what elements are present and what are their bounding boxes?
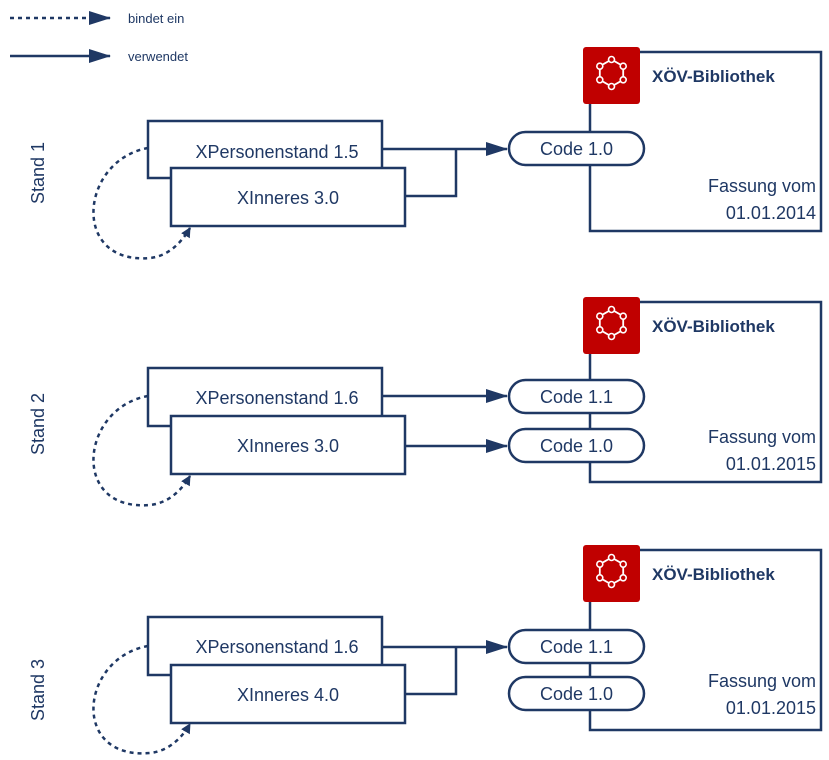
xinneres-box [169,663,407,725]
uses-arrow-merge [405,647,458,696]
hexagon-network-icon [583,297,640,354]
fassung-label: Fassung vom [708,176,816,196]
embeds-arrow [92,644,192,755]
xpersonenstand-label: XPersonenstand 1.6 [195,388,358,408]
uses-arrow-merge [405,149,458,198]
fassung-label: Fassung vom [708,427,816,447]
fassung-date: 01.01.2015 [726,454,816,474]
xinneres-box [169,166,407,228]
fassung-label: Fassung vom [708,671,816,691]
code-pill [507,378,646,415]
library-title: XÖV-Bibliothek [652,67,775,86]
xpersonenstand-label: XPersonenstand 1.6 [195,637,358,657]
code-pill [507,130,646,167]
code-label: Code 1.1 [540,637,613,657]
embeds-arrow [92,146,192,260]
stand-2-section: Stand 2 XÖV-Bibliothek Fassung vom 01.01… [28,297,823,507]
stand-3-section: Stand 3 XÖV-Bibliothek Fassung vom 01.01… [28,545,823,755]
stand-1-section: Stand 1 XÖV-Bibliothek Fassung vom 01.01… [28,47,823,260]
code-label: Code 1.0 [540,139,613,159]
legend: bindet ein verwendet [10,11,188,64]
stand-label: Stand 1 [28,142,48,204]
xinneres-label: XInneres 3.0 [237,188,339,208]
xinneres-label: XInneres 3.0 [237,436,339,456]
xpersonenstand-label: XPersonenstand 1.5 [195,142,358,162]
fassung-date: 01.01.2014 [726,203,816,223]
code-label: Code 1.1 [540,387,613,407]
code-label: Code 1.0 [540,684,613,704]
hexagon-network-icon [583,545,640,602]
legend-embeds-label: bindet ein [128,11,184,26]
legend-uses-label: verwendet [128,49,188,64]
code-label: Code 1.0 [540,436,613,456]
stand-label: Stand 2 [28,393,48,455]
embeds-arrow [92,394,192,507]
stand-label: Stand 3 [28,659,48,721]
code-pill [507,427,646,464]
hexagon-network-icon [583,47,640,104]
xinneres-label: XInneres 4.0 [237,685,339,705]
code-pill [507,675,646,712]
library-title: XÖV-Bibliothek [652,317,775,336]
code-pill [507,628,646,665]
fassung-date: 01.01.2015 [726,698,816,718]
library-title: XÖV-Bibliothek [652,565,775,584]
